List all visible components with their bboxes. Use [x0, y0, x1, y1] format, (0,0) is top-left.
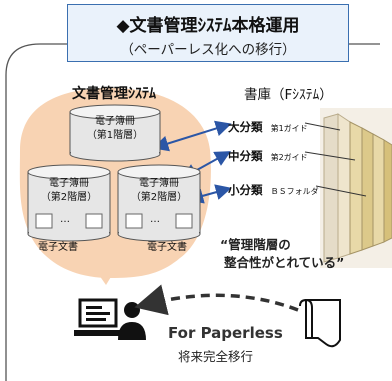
leader-3	[315, 185, 367, 197]
paper-document-icon	[299, 298, 341, 348]
top-book-label: 電子簿冊 （第1階層）	[86, 116, 144, 141]
title-box: ◆文書管理ｼｽﾃﾑ本格運用 （ペーパーレス化への移行）	[67, 4, 349, 62]
left-book-label: 電子簿冊 （第2階層）	[40, 178, 98, 203]
left-ellipsis: …	[60, 214, 70, 225]
consistency-quote: “管理階層の 整合性がとれている”	[220, 237, 345, 270]
cylinder-right	[117, 164, 201, 242]
category-middle: 中分類 第2ガイド	[228, 149, 308, 163]
archive-label: 書庫（Fｼｽﾃﾑ）	[244, 87, 333, 103]
cylinder-left	[27, 164, 111, 242]
doc-label-right: 電子文書	[147, 242, 187, 253]
right-ellipsis: …	[150, 214, 160, 225]
footer-main: For Paperless	[168, 324, 283, 342]
cylinder-top	[69, 104, 161, 162]
leader-1	[304, 122, 341, 131]
title-sub: （ペーパーレス化への移行）	[120, 42, 296, 58]
blob-tail	[90, 262, 120, 285]
footer-sub: 将来完全移行	[178, 349, 254, 364]
system-label: 文書管理ｼｽﾃﾑ	[72, 86, 156, 102]
category-major: 大分類 第1ガイド	[228, 120, 308, 134]
doc-label-left: 電子文書	[38, 242, 78, 253]
category-minor: 小分類 ＢＳフォルダ	[228, 183, 319, 197]
bookshelf	[320, 108, 392, 268]
migration-arrow	[134, 284, 299, 316]
title-main: ◆文書管理ｼｽﾃﾑ本格運用	[116, 16, 300, 36]
outer-frame	[5, 43, 380, 381]
link-top-book	[152, 120, 232, 152]
leader-2	[304, 151, 356, 161]
right-book-label: 電子簿冊 （第2階層）	[130, 178, 188, 203]
computer-user-icon	[74, 298, 146, 340]
